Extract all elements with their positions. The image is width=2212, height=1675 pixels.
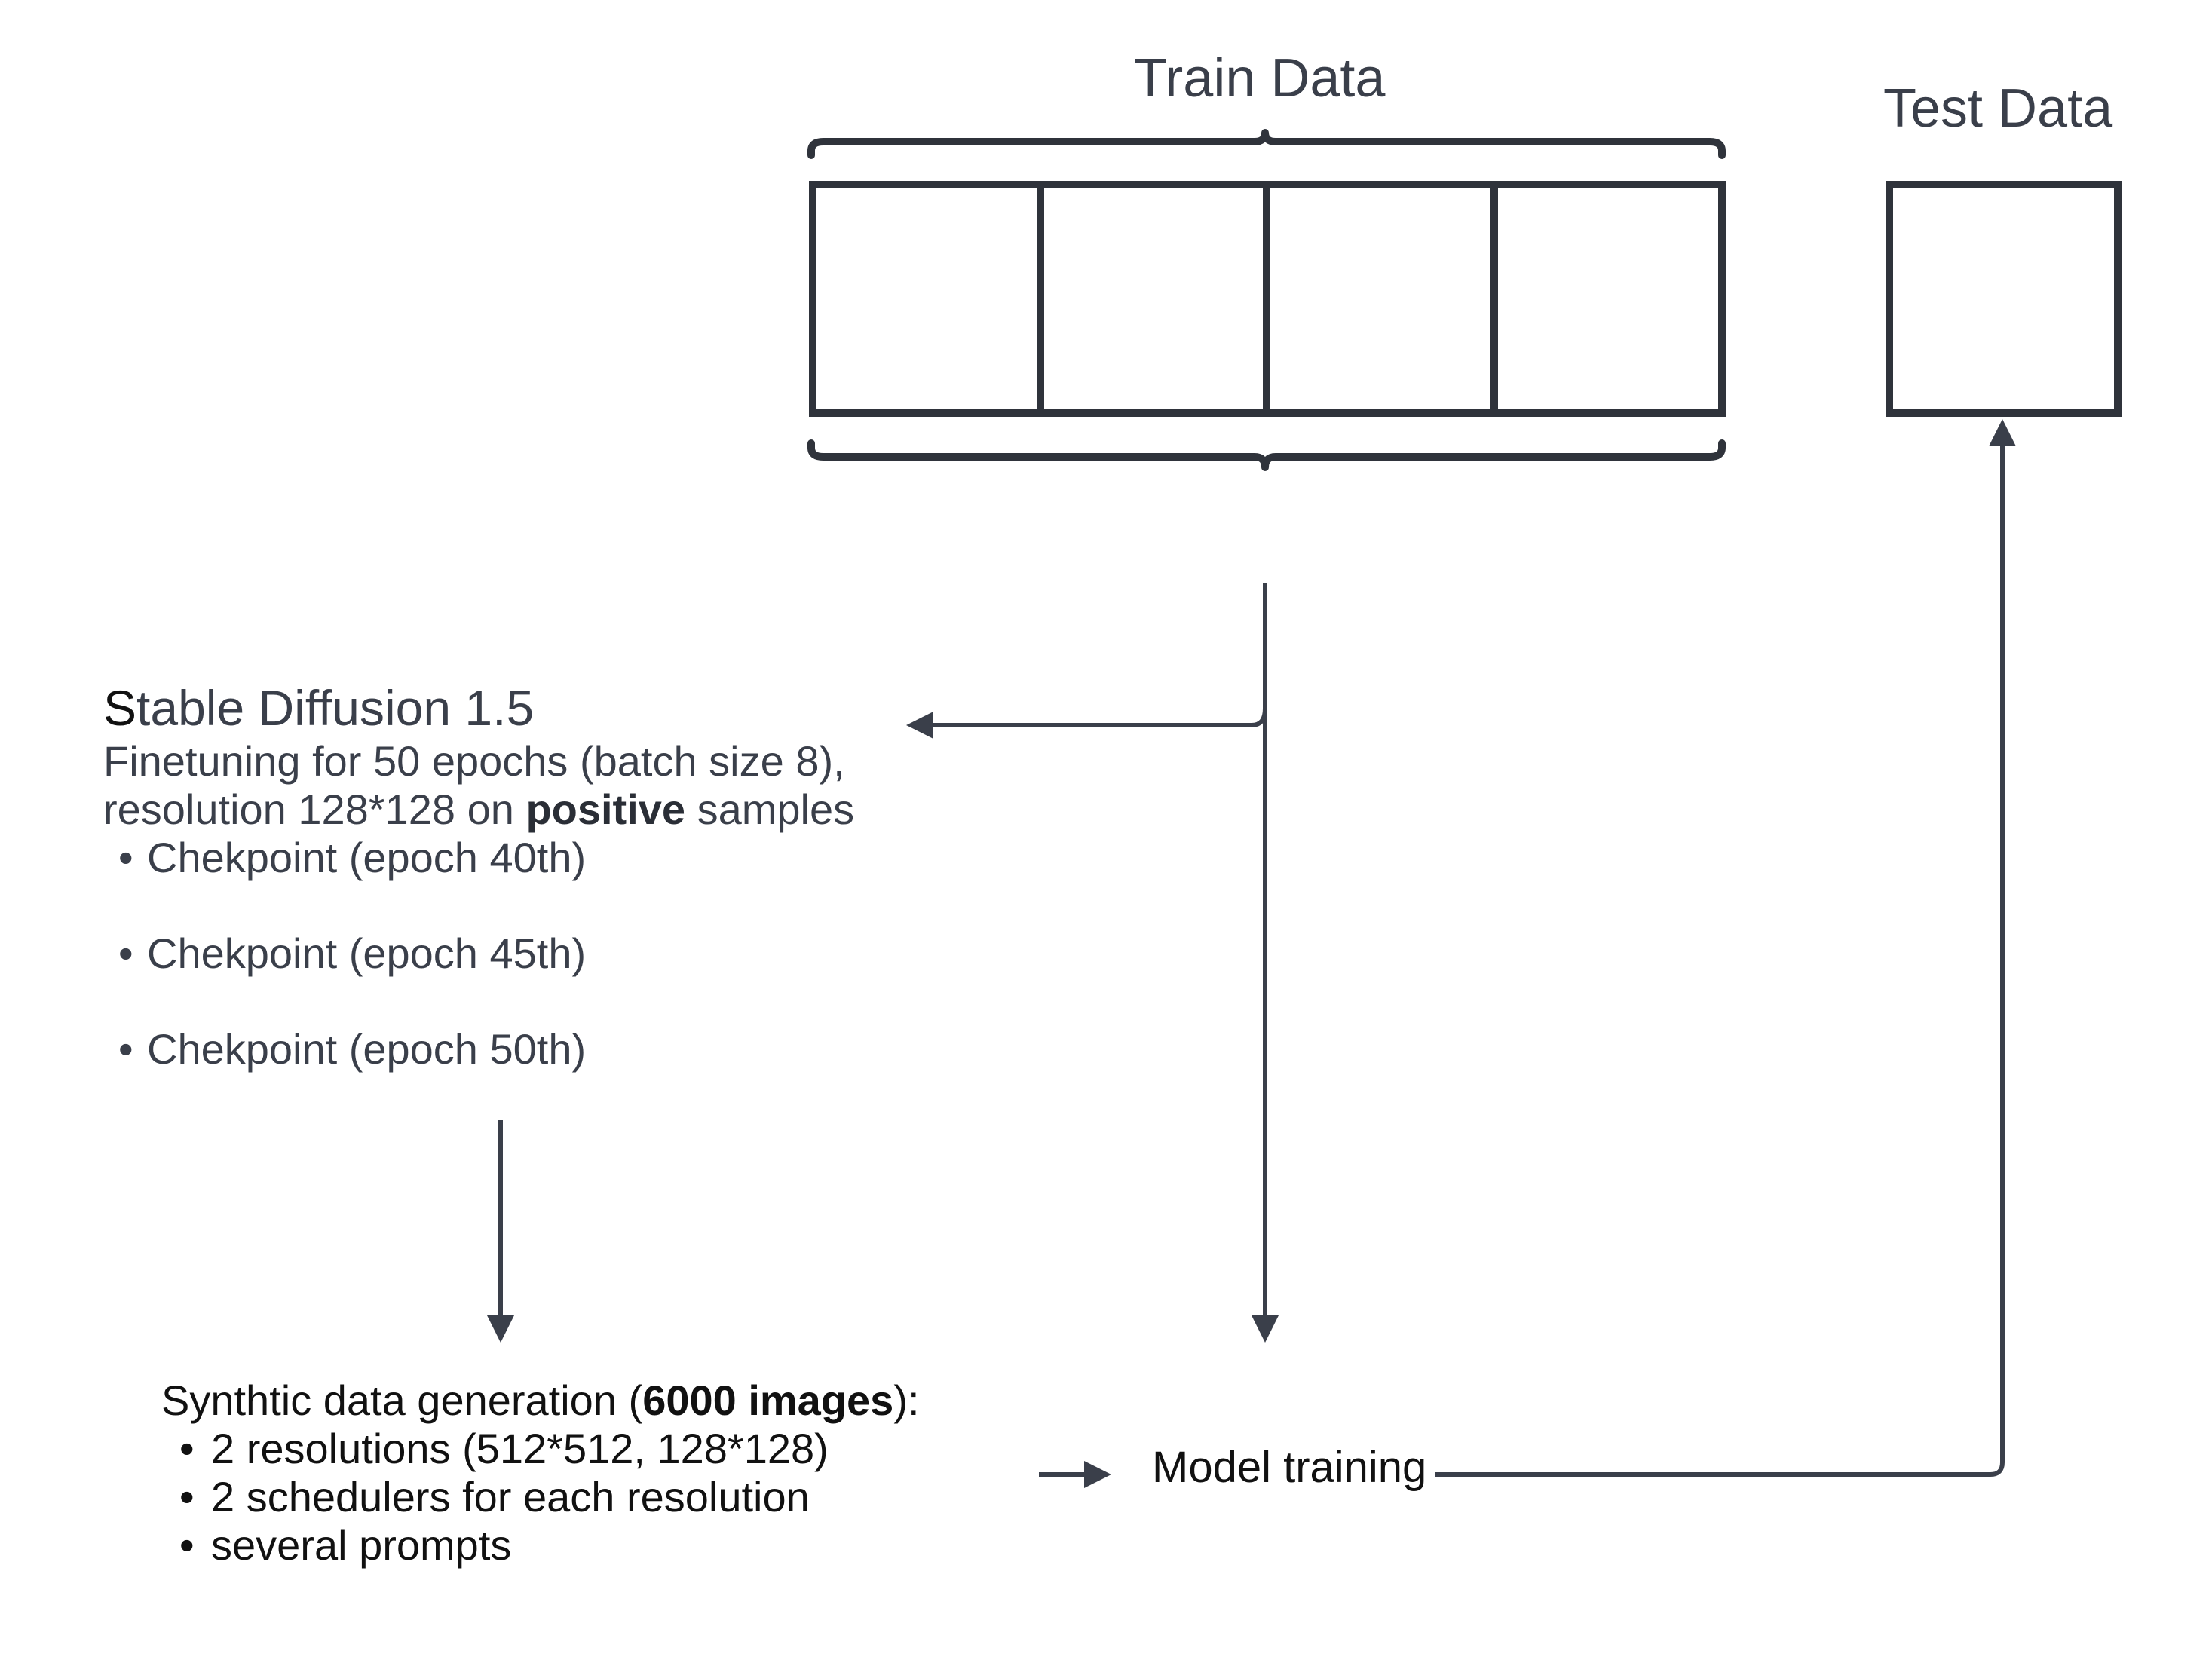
train-data-top-brace xyxy=(807,129,1726,159)
train-data-cell-3 xyxy=(1263,181,1498,417)
sd-desc-pre: resolution 128*128 on xyxy=(103,785,526,833)
synthetic-item: • 2 schedulers for each resolution xyxy=(161,1473,920,1521)
synthetic-item-label: several prompts xyxy=(211,1521,512,1569)
synthetic-heading-bold: 6000 images xyxy=(642,1376,894,1424)
checkpoint-list: • Chekpoint (epoch 40th) • Chekpoint (epoc… xyxy=(103,834,854,1073)
checkpoint-label: Chekpoint (epoch 50th) xyxy=(147,1025,587,1073)
synthetic-heading-post: ): xyxy=(893,1376,920,1424)
train-data-cell-2 xyxy=(1037,181,1270,417)
sd-desc-bold: positive xyxy=(525,785,686,833)
synthetic-item: • 2 resolutions (512*512, 128*128) xyxy=(161,1425,920,1473)
synthetic-item-label: 2 schedulers for each resolution xyxy=(211,1473,810,1520)
synthetic-generation-block: Synthtic data generation (6000 images): … xyxy=(161,1376,920,1569)
bullet-icon: • xyxy=(179,1521,195,1569)
test-data-title: Test Data xyxy=(1883,78,2113,139)
synthetic-items-list: • 2 resolutions (512*512, 128*128) • 2 sch… xyxy=(161,1425,920,1569)
train-data-bottom-brace xyxy=(807,439,1726,471)
checkpoint-item: • Chekpoint (epoch 45th) xyxy=(103,929,854,978)
model-to-test-arrow xyxy=(1435,419,2016,1477)
bullet-icon: • xyxy=(118,834,133,881)
checkpoint-item: • Chekpoint (epoch 40th) xyxy=(103,834,854,882)
stable-diffusion-block: Stable Diffusion 1.5 Finetuning for 50 e… xyxy=(103,678,854,1073)
model-training-label: Model training xyxy=(1152,1443,1427,1492)
test-data-box xyxy=(1886,181,2122,417)
sd-title-first-letter: S xyxy=(103,680,137,736)
train-data-title: Train Data xyxy=(1134,48,1386,109)
synthetic-heading: Synthtic data generation (6000 images): xyxy=(161,1376,920,1425)
checkpoint-label: Chekpoint (epoch 40th) xyxy=(147,834,587,881)
synthetic-item: • several prompts xyxy=(161,1521,920,1569)
checkpoint-item: • Chekpoint (epoch 50th) xyxy=(103,1025,854,1073)
sd-title-rest: table Diffusion 1.5 xyxy=(136,680,535,736)
train-data-cell-1 xyxy=(809,181,1044,417)
sd-desc-post: samples xyxy=(685,785,855,833)
bullet-icon: • xyxy=(118,1025,133,1073)
sd-description-line-1: Finetuning for 50 epochs (batch size 8), xyxy=(103,737,845,785)
sd-description-line-2: resolution 128*128 on positive samples xyxy=(103,785,854,834)
train-to-sd-arrow xyxy=(906,708,1267,739)
synthetic-heading-pre: Synthtic data generation ( xyxy=(161,1376,643,1424)
bullet-icon: • xyxy=(179,1425,195,1472)
checkpoint-label: Chekpoint (epoch 45th) xyxy=(147,929,587,977)
synthetic-item-label: 2 resolutions (512*512, 128*128) xyxy=(211,1425,829,1472)
bullet-icon: • xyxy=(118,929,133,977)
bullet-icon: • xyxy=(179,1473,195,1520)
train-data-cell-4 xyxy=(1490,181,1726,417)
sd-title: Stable Diffusion 1.5 xyxy=(103,678,854,737)
